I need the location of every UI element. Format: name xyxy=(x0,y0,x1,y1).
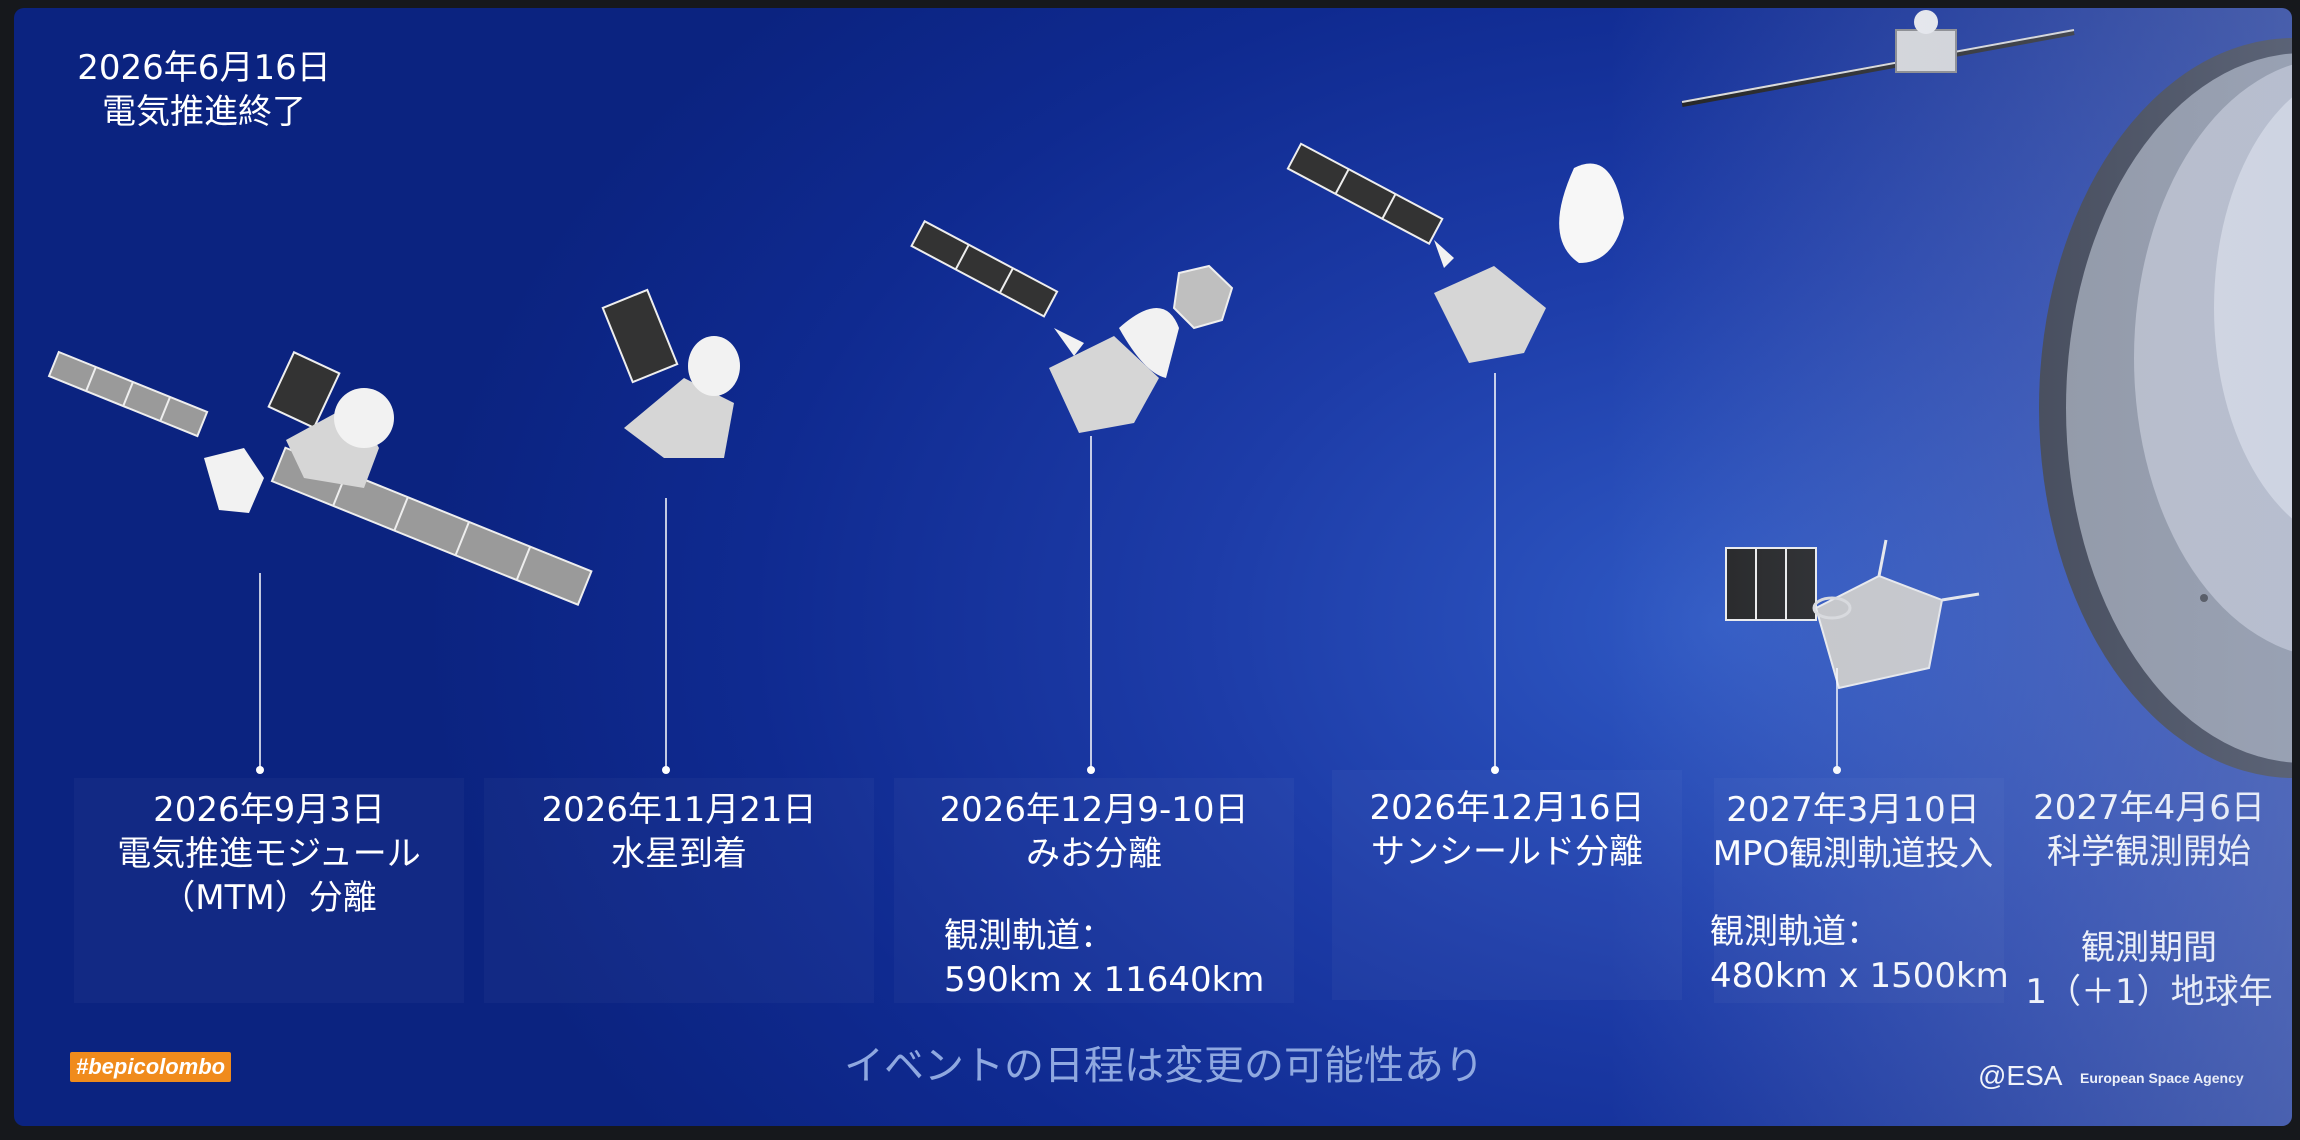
event-3-orbit-value: 590km x 11640km xyxy=(944,960,1265,1000)
hashtag-badge: #bepicolombo xyxy=(70,1052,232,1082)
event-5-orbit-title: 観測軌道： xyxy=(1710,912,1880,952)
event-1-label-2: （MTM）分離 xyxy=(161,878,377,918)
event-3-orbit: 観測軌道： 590km x 11640km xyxy=(944,914,1304,1002)
spacecraft-mtm-separation-icon xyxy=(47,350,593,607)
event-1-date: 2026年9月3日 xyxy=(153,790,385,830)
event-3-label: みお分離 xyxy=(1026,834,1162,874)
event-dot-5 xyxy=(1833,766,1841,774)
event-4-date: 2026年12月16日 xyxy=(1369,788,1645,828)
event-1-label: 電気推進モジュール xyxy=(117,834,421,874)
event-line-5 xyxy=(1836,668,1838,773)
event-5-orbit: 観測軌道： 480km x 1500km xyxy=(1710,910,2030,998)
event-2-date: 2026年11月21日 xyxy=(541,790,817,830)
spacecraft-cruise-icon xyxy=(1681,10,2075,107)
spacecraft-arrival-icon xyxy=(601,288,740,458)
event-5-label: MPO観測軌道投入 xyxy=(1712,834,1994,874)
event-dot-3 xyxy=(1087,766,1095,774)
event-dot-4 xyxy=(1491,766,1499,774)
event-3-orbit-title: 観測軌道： xyxy=(944,916,1114,956)
event-5: 2027年3月10日 MPO観測軌道投入 xyxy=(1678,788,2028,876)
event-6-period: 観測期間 1（＋1）地球年 xyxy=(2024,926,2274,1014)
event-6-period-title: 観測期間 xyxy=(2081,928,2217,968)
spacecraft-mio-separation-icon xyxy=(910,219,1234,433)
event-6-label: 科学観測開始 xyxy=(2047,832,2251,872)
event-dot-2 xyxy=(662,766,670,774)
event-line-2 xyxy=(665,498,667,773)
event-2-label: 水星到着 xyxy=(611,834,747,874)
slide: 2026年6月16日 電気推進終了 2026年9月3日 電気推進モジュール （M… xyxy=(14,8,2292,1126)
mercury-planet-icon xyxy=(2039,38,2292,778)
event-3: 2026年12月9-10日 みお分離 xyxy=(894,788,1294,876)
agency-text: European Space Agency xyxy=(2080,1070,2244,1086)
schedule-notice: イベントの日程は変更の可能性あり xyxy=(844,1043,1484,1089)
event-6-date: 2027年4月6日 xyxy=(2033,788,2265,828)
event-5-orbit-value: 480km x 1500km xyxy=(1710,956,2009,996)
event-6: 2027年4月6日 科学観測開始 xyxy=(2024,786,2274,874)
event-line-4 xyxy=(1494,373,1496,773)
credit-text: @ESA xyxy=(1978,1060,2063,1091)
top-event: 2026年6月16日 電気推進終了 xyxy=(54,46,354,134)
event-4-label: サンシールド分離 xyxy=(1371,832,1643,872)
event-4: 2026年12月16日 サンシールド分離 xyxy=(1332,786,1682,874)
event-line-1 xyxy=(259,573,261,773)
event-5-date: 2027年3月10日 xyxy=(1726,790,1980,830)
top-event-label: 電気推進終了 xyxy=(102,92,306,132)
event-6-period-value: 1（＋1）地球年 xyxy=(2025,972,2273,1012)
spacecraft-mpo-icon xyxy=(1725,539,1980,690)
event-line-3 xyxy=(1090,436,1092,773)
event-2: 2026年11月21日 水星到着 xyxy=(484,788,874,876)
event-3-date: 2026年12月9-10日 xyxy=(939,790,1249,830)
spacecraft-sunshield-separation-icon xyxy=(1286,142,1624,363)
event-dot-1 xyxy=(256,766,264,774)
top-event-date: 2026年6月16日 xyxy=(77,48,331,88)
event-1: 2026年9月3日 電気推進モジュール （MTM）分離 xyxy=(74,788,464,920)
